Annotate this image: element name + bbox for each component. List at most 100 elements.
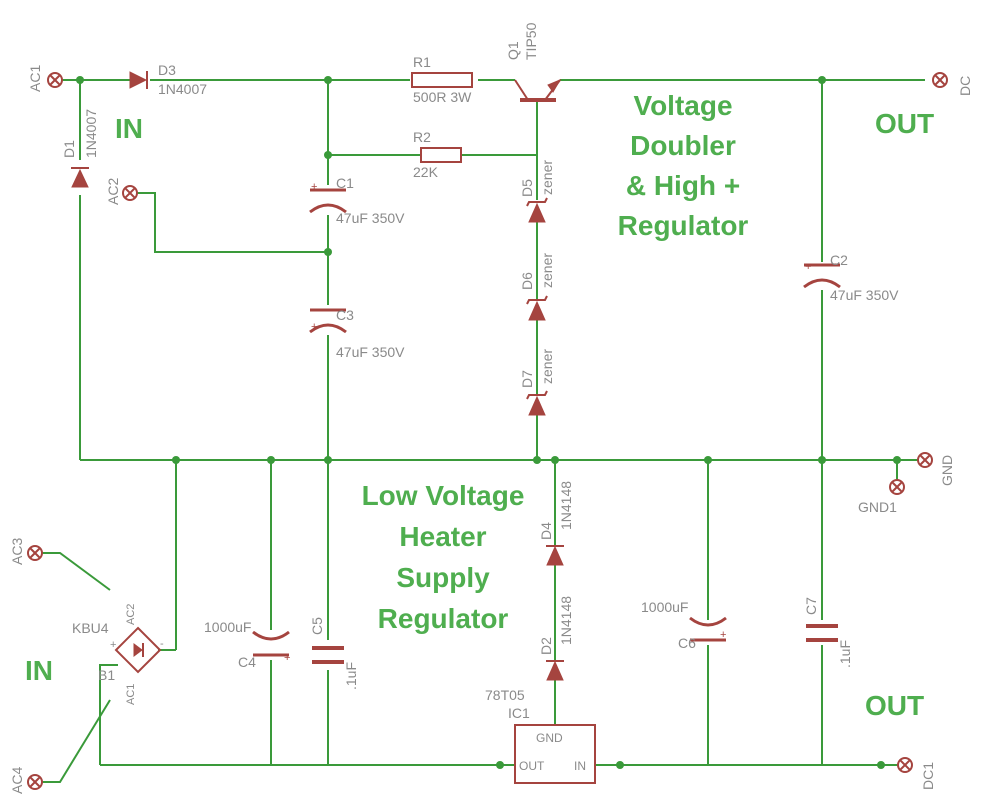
c1-plus-mark: + bbox=[311, 181, 317, 193]
c6-name-label: C6 bbox=[678, 635, 696, 651]
c6-plus-mark: + bbox=[720, 629, 726, 641]
d4-value-label: 1N4148 bbox=[558, 481, 574, 530]
out-bottom-heading: OUT bbox=[865, 690, 924, 721]
dc1-connector bbox=[897, 757, 913, 773]
b1-minus-pin-label: - bbox=[160, 638, 164, 650]
ic1-out-pin-label: OUT bbox=[519, 759, 545, 773]
dc-label: DC bbox=[957, 76, 973, 96]
r1-value-label: 500R 3W bbox=[413, 89, 472, 105]
r2-resistor-symbol bbox=[420, 147, 462, 163]
b1-plus-pin-label: + bbox=[110, 639, 116, 651]
d1-value-label: 1N4007 bbox=[83, 109, 99, 158]
ic1-value-label: 78T05 bbox=[485, 687, 525, 703]
c4-capacitor-symbol bbox=[252, 630, 290, 657]
c6-capacitor-symbol bbox=[689, 616, 727, 642]
hv-heading-line: Voltage bbox=[633, 90, 732, 121]
polarity-marks: + + + + + bbox=[284, 181, 811, 664]
d4-diode-symbol bbox=[546, 545, 564, 566]
b1-bridge-rectifier-symbol bbox=[114, 626, 162, 674]
out-top-heading: OUT bbox=[875, 108, 934, 139]
d7-name-label: D7 bbox=[519, 370, 535, 388]
ic1-gnd-pin-label: GND bbox=[536, 731, 563, 745]
c3-name-label: C3 bbox=[336, 307, 354, 323]
ac3-connector bbox=[27, 545, 43, 561]
hv-heading-line: Doubler bbox=[630, 130, 736, 161]
lv-heading-line: Regulator bbox=[378, 603, 509, 634]
c1-name-label: C1 bbox=[336, 175, 354, 191]
ac4-label: AC4 bbox=[9, 767, 25, 794]
c4-name-label: C4 bbox=[238, 654, 256, 670]
q1-name-label: Q1 bbox=[505, 41, 521, 60]
d6-value-label: zener bbox=[539, 253, 555, 288]
in-top-heading: IN bbox=[115, 113, 143, 144]
d5-value-label: zener bbox=[539, 160, 555, 195]
c2-value-label: 47uF 350V bbox=[830, 287, 899, 303]
hv-block-heading: Voltage Doubler & High + Regulator bbox=[618, 90, 749, 241]
wires bbox=[35, 79, 925, 783]
c1-capacitor-symbol bbox=[309, 188, 347, 214]
gnd1-label: GND1 bbox=[858, 499, 897, 515]
r1-name-label: R1 bbox=[413, 54, 431, 70]
ic1-regulator-symbol bbox=[514, 724, 596, 784]
c5-name-label: C5 bbox=[309, 617, 325, 635]
junction-dots bbox=[76, 76, 901, 769]
gnd-connector bbox=[917, 452, 933, 468]
dc-connector bbox=[932, 72, 948, 88]
d3-diode-symbol bbox=[129, 71, 148, 89]
gnd-label: GND bbox=[939, 455, 955, 486]
r2-name-label: R2 bbox=[413, 129, 431, 145]
hv-heading-line: Regulator bbox=[618, 210, 749, 241]
ic1-name-label: IC1 bbox=[508, 705, 530, 721]
d7-value-label: zener bbox=[539, 349, 555, 384]
b1-ac2-pin-label: AC2 bbox=[125, 604, 137, 625]
c3-value-label: 47uF 350V bbox=[336, 344, 405, 360]
lv-heading-line: Heater bbox=[399, 521, 486, 552]
ac2-connector bbox=[122, 185, 138, 201]
ac2-label: AC2 bbox=[105, 178, 121, 205]
c3-capacitor-symbol bbox=[309, 308, 347, 334]
lv-heading-line: Low Voltage bbox=[362, 480, 525, 511]
hv-heading-line: & High + bbox=[626, 170, 740, 201]
dc1-label: DC1 bbox=[920, 762, 936, 790]
in-bottom-heading: IN bbox=[25, 655, 53, 686]
c2-plus-mark: + bbox=[805, 261, 811, 273]
c7-capacitor-symbol bbox=[806, 624, 838, 642]
q1-value-label: TIP50 bbox=[523, 22, 539, 60]
c3-plus-mark: + bbox=[311, 321, 317, 333]
ac1-label: AC1 bbox=[27, 65, 43, 92]
c6-value-label: 1000uF bbox=[641, 599, 688, 615]
q1-transistor-symbol bbox=[514, 78, 562, 102]
b1-ac1-pin-label: AC1 bbox=[125, 684, 137, 705]
lv-heading-line: Supply bbox=[396, 562, 490, 593]
c4-plus-mark: + bbox=[284, 652, 290, 664]
c2-capacitor-symbol bbox=[803, 263, 841, 289]
c5-value-label: .1uF bbox=[343, 662, 359, 690]
b1-name-label: B1 bbox=[98, 667, 115, 683]
d1-diode-symbol bbox=[71, 167, 89, 188]
lv-block-heading: Low Voltage Heater Supply Regulator bbox=[362, 480, 525, 634]
c7-name-label: C7 bbox=[803, 597, 819, 615]
d6-name-label: D6 bbox=[519, 272, 535, 290]
d3-value-label: 1N4007 bbox=[158, 81, 207, 97]
d4-name-label: D4 bbox=[538, 522, 554, 540]
gnd1-connector bbox=[889, 479, 905, 495]
ac3-label: AC3 bbox=[9, 538, 25, 565]
d2-diode-symbol bbox=[546, 660, 564, 681]
d3-name-label: D3 bbox=[158, 62, 176, 78]
ac1-connector bbox=[47, 72, 63, 88]
ac4-connector bbox=[27, 774, 43, 790]
c4-value-label: 1000uF bbox=[204, 619, 251, 635]
d2-value-label: 1N4148 bbox=[558, 596, 574, 645]
d5-name-label: D5 bbox=[519, 179, 535, 197]
d2-name-label: D2 bbox=[538, 637, 554, 655]
d5-zener-symbol bbox=[526, 197, 548, 223]
d6-zener-symbol bbox=[526, 295, 548, 321]
r2-value-label: 22K bbox=[413, 164, 439, 180]
c1-value-label: 47uF 350V bbox=[336, 210, 405, 226]
c7-value-label: .1uF bbox=[837, 640, 853, 668]
c2-name-label: C2 bbox=[830, 252, 848, 268]
ic1-in-pin-label: IN bbox=[574, 759, 586, 773]
b1-value-label: KBU4 bbox=[72, 620, 109, 636]
d1-name-label: D1 bbox=[61, 140, 77, 158]
